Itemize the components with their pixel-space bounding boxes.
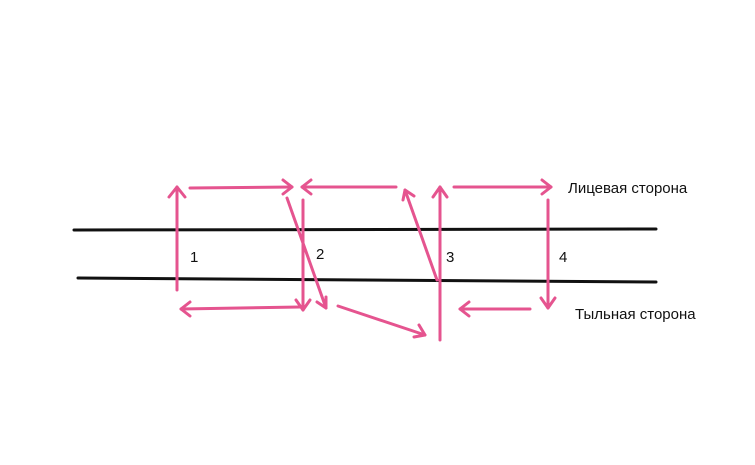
back-arrow-4-to-3	[458, 300, 532, 318]
stitch-2-down-arrow	[294, 198, 312, 312]
diagonal-arrow-3	[401, 188, 439, 282]
back-arrow-2-to-1	[179, 300, 302, 318]
back-arrow-to-3	[336, 304, 427, 339]
front-arrow-to-2	[300, 178, 398, 196]
back-side-label: Тыльная сторона	[575, 306, 696, 323]
diagonal-arrow-2	[285, 196, 328, 310]
stitch-3-up-arrow	[431, 185, 449, 342]
stitch-number-4: 4	[559, 249, 567, 266]
stitch-4-down-arrow	[539, 198, 557, 310]
front-side-label: Лицевая сторона	[568, 180, 688, 197]
stitch-number-1: 1	[190, 249, 198, 266]
stitch-1-up-arrow	[167, 185, 187, 292]
front-arrow-1-to-2	[188, 178, 294, 196]
stitch-number-2: 2	[316, 246, 324, 263]
stitch-number-3: 3	[446, 249, 454, 266]
fabric-top-line	[72, 227, 658, 232]
fabric-bottom-line	[76, 276, 658, 284]
front-arrow-3-to-4	[452, 178, 553, 196]
